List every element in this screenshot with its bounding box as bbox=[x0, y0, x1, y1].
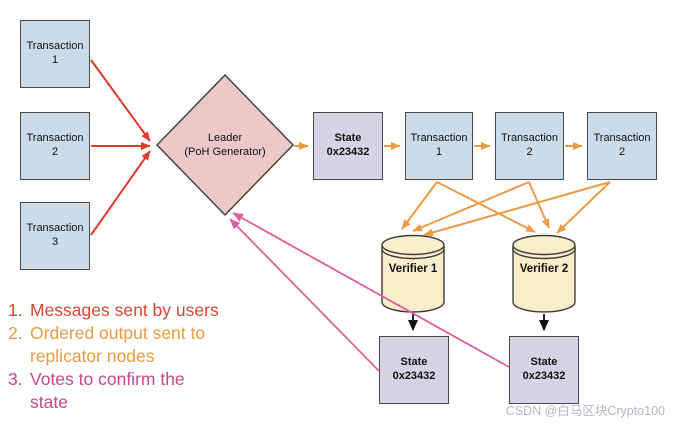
legend-item-messages: 1. Messages sent by users bbox=[8, 299, 226, 322]
node-state-verifier-1: State 0x23432 bbox=[379, 336, 449, 404]
verifier-1-label: Verifier 1 bbox=[388, 262, 438, 275]
node-label: Transaction 3 bbox=[26, 222, 84, 248]
node-label: Transaction 1 bbox=[410, 132, 468, 158]
arrow-txr1-to-verifier1 bbox=[401, 181, 438, 230]
leader-label: Leader (PoH Generator) bbox=[184, 132, 266, 158]
node-label: State 0x23432 bbox=[326, 132, 370, 158]
arrow-txr2-to-verifier2 bbox=[528, 181, 550, 229]
user-to-leader-arrows bbox=[90, 59, 151, 236]
node-user-transaction-1: Transaction 1 bbox=[20, 20, 90, 88]
node-ordered-transaction-3: Transaction 2 bbox=[587, 112, 657, 180]
arrow-txr2-to-verifier1 bbox=[412, 181, 530, 232]
arrow-state2-vote-to-leader bbox=[232, 212, 510, 368]
node-label: Transaction 1 bbox=[26, 40, 84, 66]
arrow-state1-vote-to-leader bbox=[229, 218, 380, 372]
leader-label-wrap: Leader (PoH Generator) bbox=[160, 127, 290, 165]
arrow-txr3-to-verifier1 bbox=[423, 181, 611, 237]
node-label: Transaction 2 bbox=[500, 132, 559, 158]
verifier-1-label-wrap: Verifier 1 bbox=[383, 260, 443, 278]
node-label: State 0x23432 bbox=[522, 356, 566, 382]
legend-number: 2. bbox=[8, 323, 23, 343]
vote-arrows bbox=[229, 212, 510, 372]
arrow-txr3-to-verifier2 bbox=[556, 181, 611, 234]
legend: 1. Messages sent by users 2. Ordered out… bbox=[8, 299, 226, 414]
node-user-transaction-3: Transaction 3 bbox=[20, 202, 90, 270]
node-label: Transaction 2 bbox=[593, 132, 651, 158]
legend-number: 3. bbox=[8, 369, 23, 389]
legend-number: 1. bbox=[8, 300, 23, 320]
legend-item-votes: 3. Votes to confirm the state bbox=[8, 368, 226, 414]
node-user-transaction-2: Transaction 2 bbox=[20, 112, 90, 180]
node-label: Transaction 2 bbox=[26, 132, 84, 158]
legend-text: Ordered output sent to replicator nodes bbox=[30, 323, 206, 366]
legend-item-ordered-output: 2. Ordered output sent to replicator nod… bbox=[8, 322, 226, 368]
legend-text: Messages sent by users bbox=[30, 300, 219, 320]
arrow-tx1-to-leader bbox=[90, 59, 151, 142]
arrow-tx3-to-leader bbox=[90, 150, 151, 236]
legend-text: Votes to confirm the state bbox=[30, 369, 185, 412]
node-ordered-transaction-2: Transaction 2 bbox=[495, 112, 564, 180]
ordered-output-arrows bbox=[401, 181, 611, 237]
arrow-txr1-to-verifier2 bbox=[436, 181, 536, 233]
watermark: CSDN @白马区块Crypto100 bbox=[505, 404, 665, 418]
verifier-2-label-wrap: Verifier 2 bbox=[514, 260, 574, 278]
node-state-verifier-2: State 0x23432 bbox=[509, 336, 579, 404]
verifier-2-label: Verifier 2 bbox=[519, 262, 569, 275]
node-ordered-transaction-1: Transaction 1 bbox=[405, 112, 473, 180]
node-state-top: State 0x23432 bbox=[313, 112, 383, 180]
verifier-to-state-arrows bbox=[408, 314, 549, 331]
node-label: State 0x23432 bbox=[392, 356, 436, 382]
